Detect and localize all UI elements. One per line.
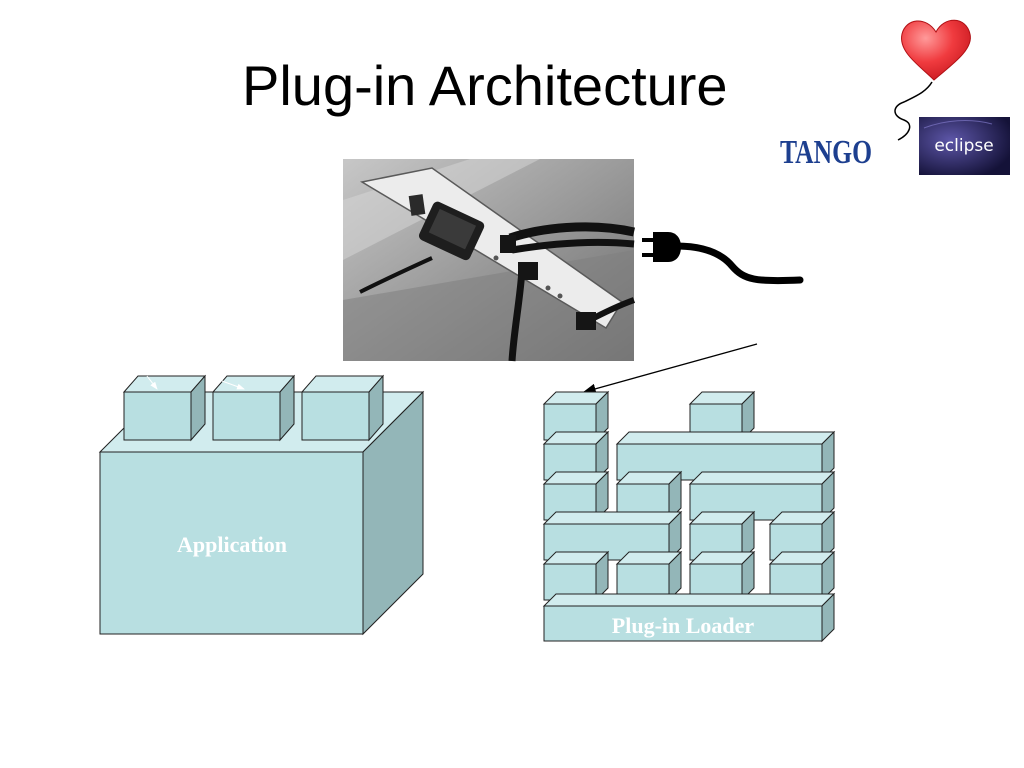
heart-icon bbox=[894, 19, 971, 141]
slide-title: Plug-in Architecture bbox=[242, 54, 728, 117]
plug-icon bbox=[642, 232, 804, 285]
wall-block bbox=[615, 550, 683, 602]
plugin-loader-label: Plug-in Loader bbox=[612, 613, 755, 638]
wall-block bbox=[542, 430, 610, 482]
application-plugin-block bbox=[300, 374, 385, 442]
wall-block bbox=[688, 510, 756, 562]
application-label: Application bbox=[177, 532, 287, 557]
svg-text:eclipse: eclipse bbox=[934, 136, 993, 156]
power-strip-photo bbox=[343, 159, 636, 362]
plugin-loader-block: Plug-in Loader bbox=[542, 592, 836, 643]
application-plugin-block bbox=[122, 374, 207, 442]
wall-block bbox=[542, 550, 610, 602]
wall-block bbox=[768, 550, 836, 602]
eclipse-logo: eclipse bbox=[919, 117, 1010, 175]
wall-block bbox=[688, 550, 756, 602]
application-plugin-block bbox=[211, 374, 296, 442]
tango-logo: TANGO bbox=[780, 134, 872, 171]
plugin-arrow bbox=[582, 343, 758, 394]
